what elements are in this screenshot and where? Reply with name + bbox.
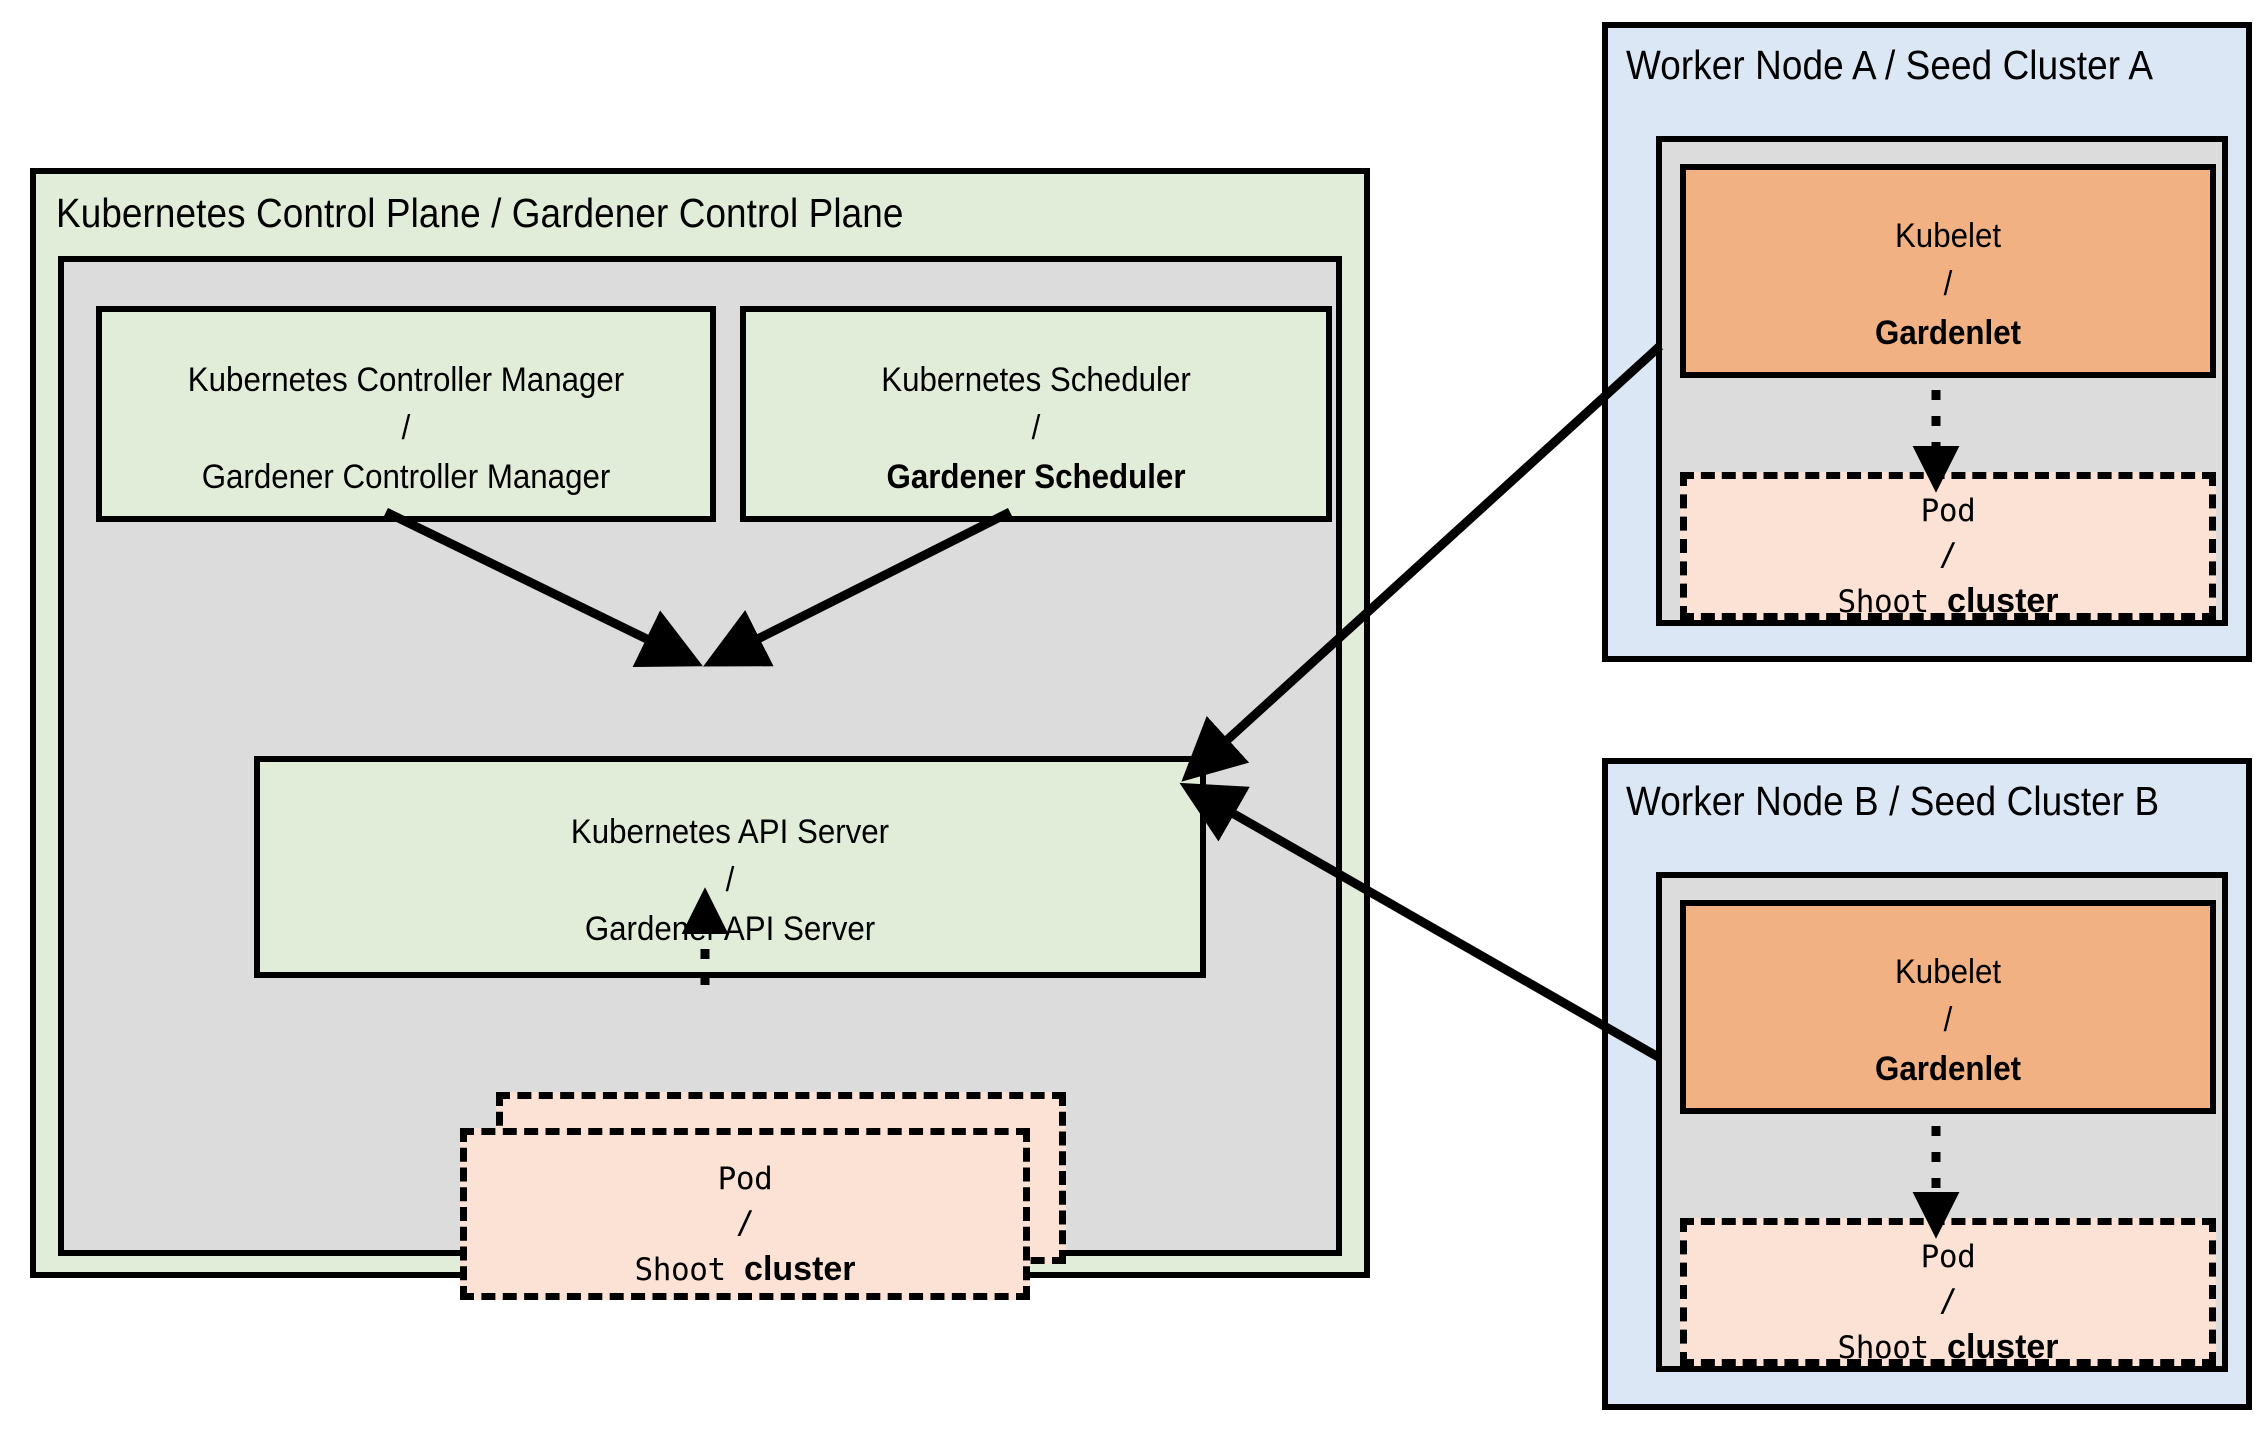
worker-node-a-pod-text: Pod / Shoot cluster: [1687, 489, 2209, 625]
worker-node-a-pod-cluster: cluster: [1947, 582, 2059, 621]
controller-manager-line-1: Kubernetes Controller Manager: [187, 361, 625, 399]
worker-node-a-kubelet-text: Kubelet / Gardenlet: [1686, 212, 2210, 357]
control-plane-pod-text: Pod / Shoot cluster: [467, 1157, 1023, 1293]
worker-node-b-title: Worker Node B / Seed Cluster B: [1626, 778, 2160, 824]
worker-node-a-inner-area: Kubelet / Gardenlet Pod / Shoot cluster: [1656, 136, 2228, 626]
worker-node-b-kubelet-box: Kubelet / Gardenlet: [1680, 900, 2216, 1114]
control-plane-pod-line-1: Pod: [717, 1161, 773, 1197]
api-server-line-2: /: [725, 861, 735, 900]
arrow-scheduler-to-api-server: [703, 507, 1013, 667]
kubernetes-controller-manager-box: Kubernetes Controller Manager / Gardener…: [96, 306, 716, 522]
worker-node-a-pod-shoot: Shoot: [1837, 584, 1929, 621]
worker-node-b-pod-cluster: cluster: [1947, 1328, 2059, 1367]
worker-node-a-pod-box: Pod / Shoot cluster: [1680, 472, 2216, 620]
worker-node-a-kubelet-box: Kubelet / Gardenlet: [1680, 164, 2216, 378]
api-server-line-1: Kubernetes API Server: [570, 813, 890, 851]
worker-node-b-pod-line-2: /: [1938, 1283, 1958, 1320]
scheduler-line-3: Gardener Scheduler: [886, 457, 1186, 496]
api-server-text: Kubernetes API Server / Gardener API Ser…: [260, 808, 1200, 953]
control-plane-pod-line-3: Shoot cluster: [467, 1245, 1023, 1293]
kubernetes-scheduler-box: Kubernetes Scheduler / Gardener Schedule…: [740, 306, 1332, 522]
scheduler-line-2: /: [1031, 409, 1041, 448]
controller-manager-text: Kubernetes Controller Manager / Gardener…: [102, 356, 710, 501]
worker-node-b-kubelet-line-1: Kubelet: [1894, 953, 2002, 991]
worker-node-b-panel: Worker Node B / Seed Cluster B Kubelet /…: [1602, 758, 2252, 1410]
kubernetes-api-server-box: Kubernetes API Server / Gardener API Ser…: [254, 756, 1206, 978]
arrow-gardenlet-b-to-api-server: [1179, 782, 1663, 1062]
worker-node-a-pod-line-1: Pod: [1920, 493, 1976, 529]
scheduler-text: Kubernetes Scheduler / Gardener Schedule…: [746, 356, 1326, 501]
control-plane-title: Kubernetes Control Plane / Gardener Cont…: [56, 190, 904, 236]
controller-manager-line-3: Gardener Controller Manager: [201, 457, 611, 496]
worker-node-a-kubelet-line-2: /: [1943, 265, 1953, 304]
control-plane-pod-line-2: /: [735, 1205, 755, 1242]
worker-node-a-pod-line-2: /: [1938, 537, 1958, 574]
worker-node-a-kubelet-line-1: Kubelet: [1894, 217, 2002, 255]
scheduler-line-1: Kubernetes Scheduler: [881, 361, 1191, 399]
control-plane-pod-box: Pod / Shoot cluster: [460, 1128, 1030, 1300]
worker-node-a-title: Worker Node A / Seed Cluster A: [1626, 42, 2154, 88]
worker-node-b-kubelet-line-2: /: [1943, 1001, 1953, 1040]
control-plane-pod-cluster: cluster: [744, 1250, 856, 1289]
worker-node-a-kubelet-line-3: Gardenlet: [1874, 313, 2022, 352]
worker-node-b-pod-line-1: Pod: [1920, 1239, 1976, 1275]
arrow-gardenlet-a-to-api-server: [1181, 342, 1664, 782]
arrow-controller-manager-to-api-server: [384, 507, 703, 668]
control-plane-inner-area: Kubernetes Controller Manager / Gardener…: [58, 256, 1342, 1300]
worker-node-b-pod-shoot: Shoot: [1837, 1330, 1929, 1367]
worker-node-a-pod-line-3: Shoot cluster: [1687, 577, 2209, 625]
controller-manager-line-2: /: [401, 409, 411, 448]
worker-node-b-pod-line-3: Shoot cluster: [1687, 1323, 2209, 1371]
worker-node-b-pod-text: Pod / Shoot cluster: [1687, 1235, 2209, 1371]
worker-node-b-inner-area: Kubelet / Gardenlet Pod / Shoot cluster: [1656, 872, 2228, 1372]
control-plane-pod-shoot: Shoot: [634, 1252, 726, 1289]
worker-node-b-kubelet-text: Kubelet / Gardenlet: [1686, 948, 2210, 1093]
control-plane-panel: Kubernetes Control Plane / Gardener Cont…: [30, 168, 1370, 1300]
api-server-line-3: Gardener API Server: [584, 909, 876, 948]
worker-node-b-kubelet-line-3: Gardenlet: [1874, 1049, 2022, 1088]
worker-node-a-panel: Worker Node A / Seed Cluster A Kubelet /…: [1602, 22, 2252, 662]
